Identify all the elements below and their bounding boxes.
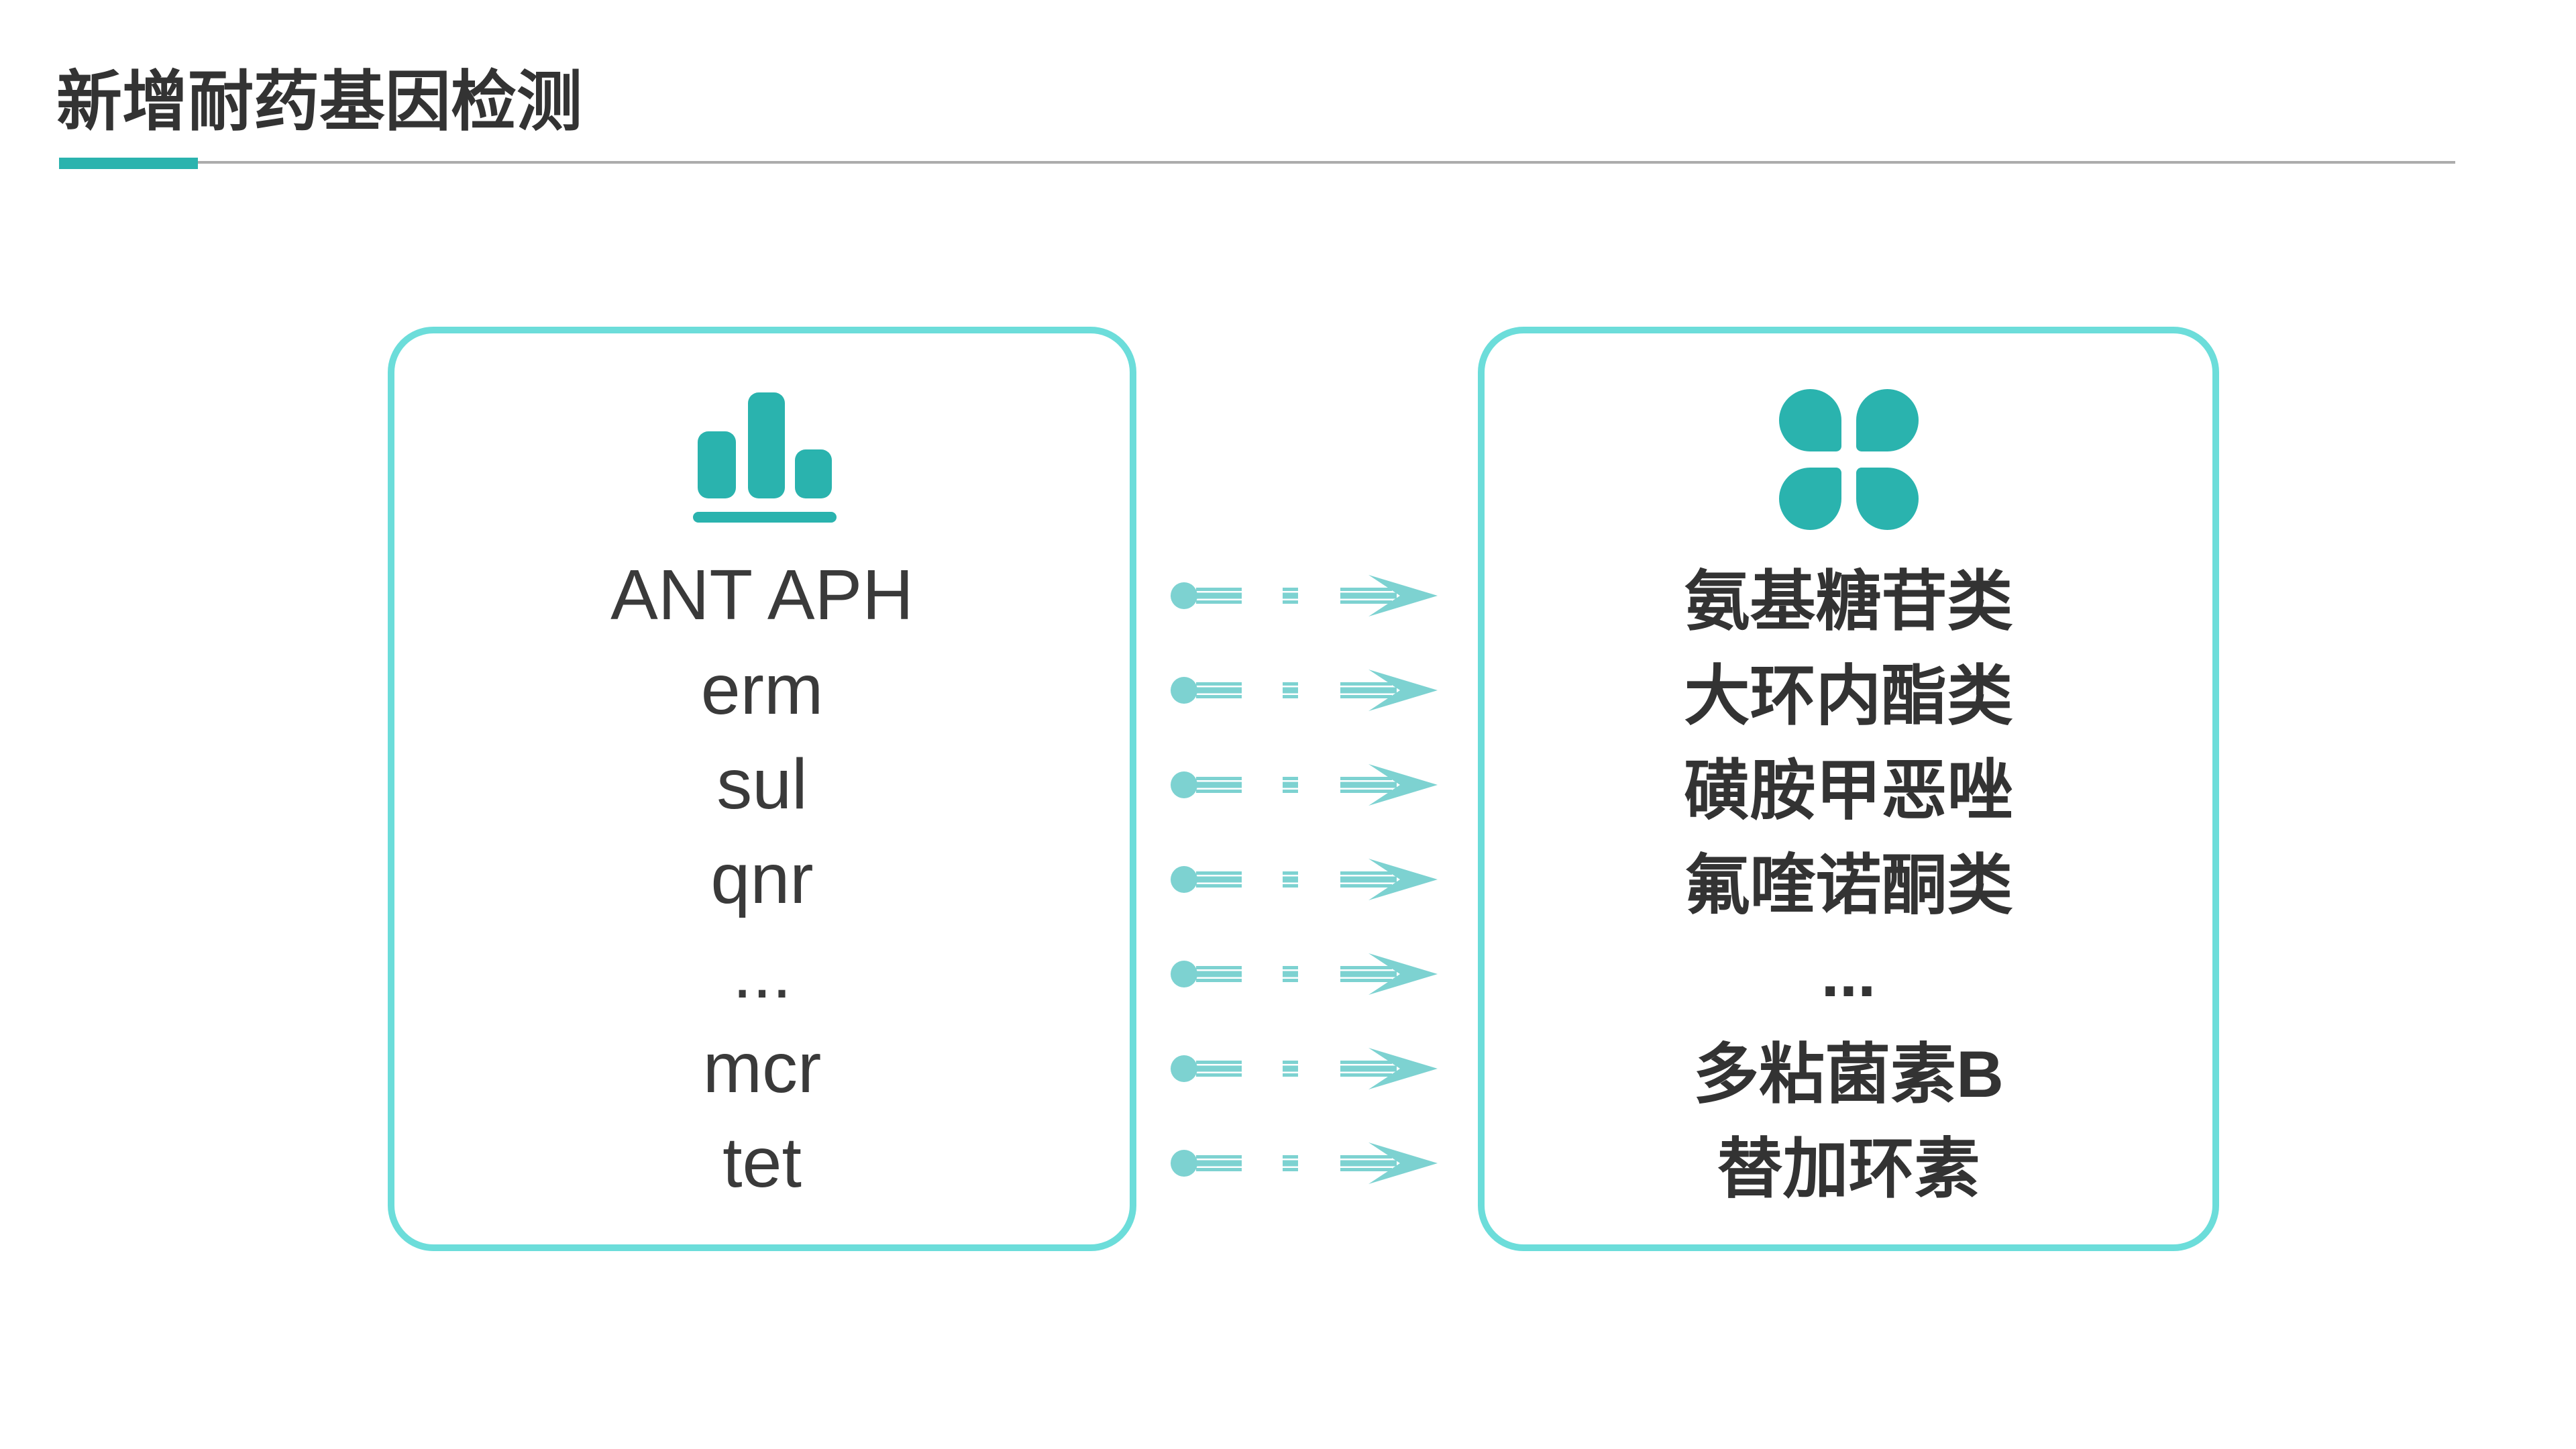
gene-list: ANT APH erm sul qnr... mcr tet xyxy=(394,548,1130,1210)
arrow-connector xyxy=(1171,643,1439,737)
title-accent-bar xyxy=(59,158,198,169)
flow-arrow-icon xyxy=(1171,953,1438,995)
drug-class-list-item: 多粘菌素B xyxy=(1693,1036,2004,1111)
gene-list-item: erm xyxy=(700,650,824,729)
drug-list: 氨基糖苷类大环内酯类磺胺甲恶唑氟喹诺酮类... 多粘菌素B 替加环素 xyxy=(1485,548,2212,1210)
clover-icon xyxy=(1779,389,1919,530)
flow-arrow-icon xyxy=(1171,1047,1438,1089)
flow-arrow-icon xyxy=(1171,858,1438,900)
flow-arrow-icon xyxy=(1171,1142,1438,1184)
flow-arrow-icon xyxy=(1171,574,1438,616)
arrow-connector xyxy=(1171,548,1439,643)
gene-list-item: qnr xyxy=(710,839,814,918)
arrow-connector xyxy=(1171,1021,1439,1116)
gene-list-item: ... xyxy=(732,934,792,1013)
clover-petal xyxy=(1779,468,1841,530)
gene-list-item: mcr xyxy=(702,1028,822,1108)
drug-class-list-item: ... xyxy=(1821,936,1876,1010)
divider-line xyxy=(198,161,2455,164)
clover-petal xyxy=(1856,468,1919,530)
bar-chart-icon xyxy=(693,392,837,523)
gene-list-item: sul xyxy=(716,745,808,824)
arrow-connector xyxy=(1171,1116,1439,1210)
clover-petal xyxy=(1779,389,1841,451)
page-title: 新增耐药基因检测 xyxy=(56,64,583,138)
flow-arrow-icon xyxy=(1171,669,1438,711)
arrow-connector xyxy=(1171,737,1439,832)
gene-list-item: ANT APH xyxy=(610,555,914,635)
flow-arrow-icon xyxy=(1171,763,1438,806)
clover-petal xyxy=(1856,389,1919,451)
drug-class-list-item: 替加环素 xyxy=(1717,1131,1980,1205)
drug-class-list-item: 大环内酯类 xyxy=(1684,658,2013,733)
arrow-connector xyxy=(1171,926,1439,1021)
drug-class-list-item: 磺胺甲恶唑 xyxy=(1684,753,2013,827)
arrow-connectors xyxy=(1171,548,1439,1210)
drug-class-list-item: 氨基糖苷类 xyxy=(1684,564,2013,638)
arrow-connector xyxy=(1171,832,1439,926)
gene-list-item: tet xyxy=(722,1123,802,1202)
drug-class-list-item: 氟喹诺酮类 xyxy=(1684,847,2013,922)
drug-panel xyxy=(1478,327,2219,1251)
